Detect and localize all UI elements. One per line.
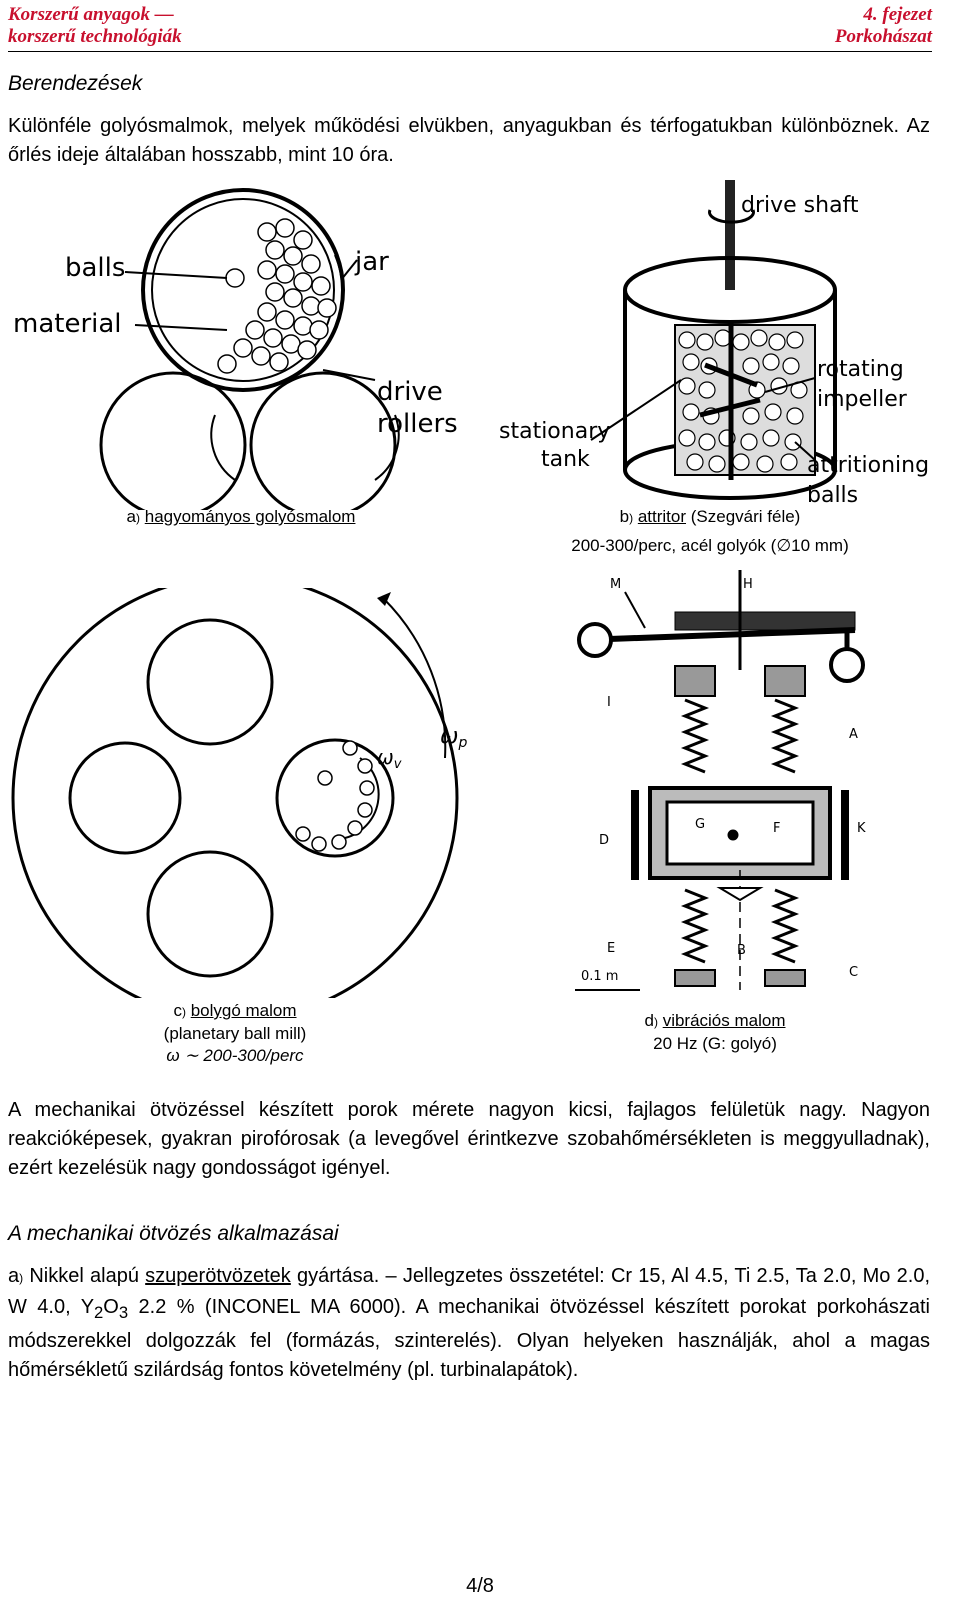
label-A: A: [849, 727, 858, 742]
section-title-equipment: Berendezések: [8, 72, 143, 95]
caption-b-diameter-symbol: ∅: [776, 536, 792, 555]
svg-text:ωp: ωp: [440, 724, 467, 751]
item-text-1: Nikkel alapú: [23, 1265, 146, 1287]
label-C: C: [849, 965, 858, 980]
svg-text:ωv: ωv: [377, 745, 402, 772]
caption-b-line2: 200-300/perc, acél golyók (∅10 mm): [530, 535, 890, 557]
header-chapter-title: Porkohászat: [834, 26, 932, 47]
label-K: K: [857, 821, 866, 836]
caption-b-rest: (Szegvári féle): [690, 507, 801, 526]
header-left: Korszerű anyagok — korszerű technológiák: [8, 4, 182, 48]
caption-b-line2-a: 200-300/perc, acél golyók (: [571, 536, 777, 555]
caption-c-letter: c: [173, 1001, 182, 1020]
figure-b-attritor: drive shaft rotating impeller stationary…: [499, 180, 929, 508]
section-title-applications: A mechanikai ötvözés alkalmazásai: [8, 1222, 339, 1245]
caption-c-line2: (planetary ball mill): [163, 1024, 307, 1043]
label-rotating-2: impeller: [817, 387, 908, 412]
caption-c-omega-symbol: ω ∼: [166, 1046, 199, 1065]
item-suffix: ): [19, 1271, 24, 1285]
header-course-line1: Korszerű anyagok —: [8, 4, 174, 25]
label-rotating-1: rotating: [817, 357, 904, 382]
label-D: D: [599, 833, 609, 848]
label-stationary-1: stationary: [499, 419, 610, 444]
caption-d-line2: 20 Hz (G: golyó): [653, 1034, 777, 1053]
applications-paragraph: a) Nikkel alapú szuperötvözetek gyártása…: [8, 1262, 930, 1385]
item-sub-1: 2: [94, 1303, 104, 1322]
label-attritioning-2: balls: [807, 483, 858, 508]
caption-figure-d: d) vibrációs malom 20 Hz (G: golyó): [610, 1010, 820, 1055]
page-number: 4/8: [466, 1575, 494, 1597]
caption-figure-c: c) bolygó malom (planetary ball mill) ω …: [120, 1000, 350, 1067]
label-drive-shaft: drive shaft: [741, 193, 859, 218]
caption-b-line2-b: 10 mm): [791, 536, 849, 555]
caption-d-letter: d: [644, 1011, 654, 1030]
header-right: 4. fejezet Porkohászat: [835, 4, 932, 48]
caption-a-text: hagyományos golyósmalom: [144, 507, 356, 526]
label-B: B: [737, 943, 746, 958]
header-divider: [8, 51, 932, 52]
label-omega-p-sub: p: [457, 735, 467, 751]
header-chapter: 4. fejezet: [863, 4, 932, 25]
caption-b-line1: b) attritor (Szegvári féle): [530, 506, 890, 529]
label-omega-p: ω: [440, 724, 458, 749]
caption-d-title: vibrációs malom: [662, 1011, 786, 1030]
label-drive-rollers-2: rollers: [377, 409, 458, 439]
label-drive-rollers-1: drive: [377, 377, 443, 407]
figure-d-vibration-mill: M H A I G F D K E B C 0.1 m: [575, 570, 866, 991]
label-I: I: [607, 695, 611, 710]
label-attritioning-1: attritioning: [807, 453, 929, 478]
caption-c-rpm: 200-300/perc: [203, 1046, 304, 1065]
caption-d-suffix: ): [653, 1015, 658, 1029]
item-text-2: gyártása. – Jellegzetes összetétel: Cr 1…: [8, 1265, 930, 1318]
label-F: F: [773, 821, 780, 836]
caption-c-line3: ω ∼ 200-300/perc: [120, 1045, 350, 1067]
item-text-3: O: [103, 1296, 119, 1318]
figure-a-ball-mill: balls material jar drive rollers: [13, 188, 458, 510]
item-letter: a: [8, 1265, 20, 1287]
caption-b-attritor: attritor: [637, 507, 687, 526]
caption-c-suffix: ): [181, 1005, 186, 1019]
item-text-4: 2.2 % (INCONEL MA 6000). A mechanikai öt…: [8, 1296, 930, 1381]
item-superalloys: szuperötvözetek: [145, 1265, 291, 1287]
caption-d-line1: d) vibrációs malom: [610, 1010, 820, 1033]
caption-a-letter: a: [126, 507, 136, 526]
powder-properties-paragraph: A mechanikai ötvözéssel készített porok …: [8, 1099, 930, 1179]
label-G: G: [695, 817, 705, 832]
label-material: material: [13, 309, 122, 339]
label-omega-v-sub: v: [394, 757, 402, 772]
caption-b-letter: b: [619, 507, 630, 526]
intro-paragraph: Különféle golyósmalmok, melyek működési …: [8, 115, 930, 166]
label-M: M: [610, 577, 621, 592]
label-scale: 0.1 m: [581, 969, 618, 984]
label-H: H: [743, 577, 753, 592]
caption-b-suffix: ): [629, 511, 634, 525]
item-sub-2: 3: [118, 1303, 129, 1322]
figure-c-planetary-mill: ωp ωv: [11, 588, 467, 998]
label-omega-v: ω: [377, 745, 394, 769]
caption-a-suffix: ): [136, 511, 140, 525]
caption-figure-a: a) hagyományos golyósmalom: [96, 506, 386, 529]
label-balls: balls: [65, 253, 125, 283]
label-E: E: [607, 941, 615, 956]
label-jar: jar: [354, 247, 389, 277]
caption-figure-b: b) attritor (Szegvári féle) 200-300/perc…: [530, 506, 890, 557]
header-course-line2: korszerű technológiák: [8, 26, 182, 47]
caption-c-line1: c) bolygó malom: [120, 1000, 350, 1023]
label-stationary-2: tank: [541, 447, 590, 472]
caption-c-title: bolygó malom: [190, 1001, 297, 1020]
